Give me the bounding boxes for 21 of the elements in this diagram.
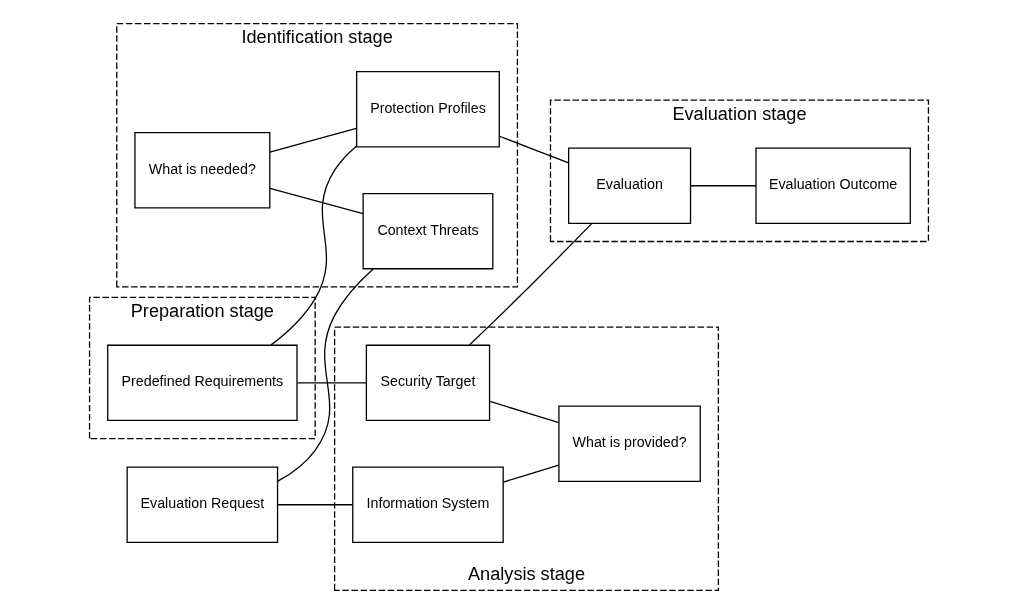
connector [690, 185, 757, 187]
node-box: Evaluation [568, 147, 692, 224]
connector [498, 135, 570, 164]
connector [277, 504, 354, 506]
connector [270, 145, 358, 346]
connector [296, 382, 367, 384]
node-box: Information System [352, 466, 504, 543]
connector [502, 464, 560, 483]
node-box: Predefined Requirements [107, 344, 298, 422]
connector [277, 268, 374, 482]
connector [269, 127, 357, 153]
connector [468, 223, 593, 346]
node-box: Protection Profiles [356, 71, 500, 148]
node-box: What is needed? [134, 131, 271, 209]
connector [269, 187, 364, 215]
node-box: Evaluation Request [126, 466, 279, 543]
node-box: Evaluation Outcome [755, 147, 911, 224]
node-box: Context Threats [362, 192, 494, 270]
node-box: Security Target [365, 344, 491, 422]
connector [489, 400, 560, 424]
node-box: What is provided? [558, 405, 701, 483]
